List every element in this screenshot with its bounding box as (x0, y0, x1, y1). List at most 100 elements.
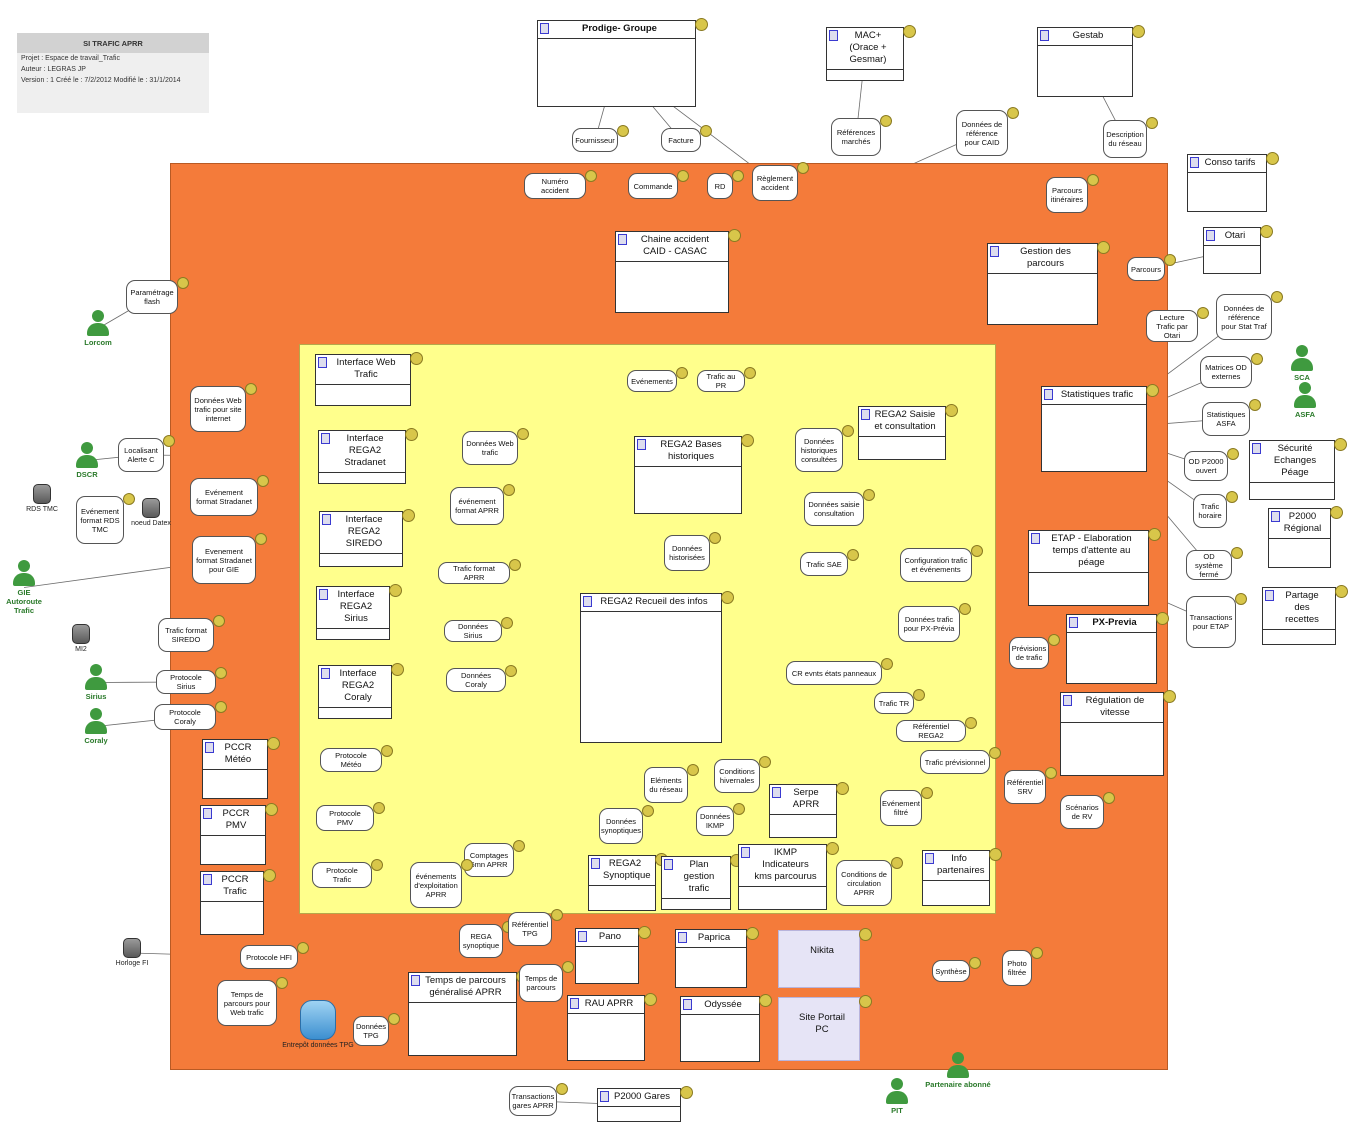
box-ikmp[interactable]: IKMP Indicateurs kms parcourus (738, 842, 839, 910)
box-rega2-bases[interactable]: REGA2 Bases historiques (634, 434, 754, 514)
box-paprica[interactable]: Paprica (675, 927, 759, 988)
box-pxprevia[interactable]: PX-Previa (1066, 612, 1169, 684)
flow-od-systeme[interactable]: OD système fermé (1186, 547, 1243, 580)
flow-evt-aprr[interactable]: événement format APRR (450, 484, 515, 525)
flow-scenarios[interactable]: Scénarios de RV (1060, 792, 1115, 829)
flow-numero-accident[interactable]: Numéro accident (524, 170, 597, 199)
flow-transactions-gares[interactable]: Transactions gares APRR (509, 1083, 568, 1116)
flow-cr-evnts[interactable]: CR evnts états panneaux (786, 658, 893, 685)
flow-elements-reseau[interactable]: Eléments du réseau (644, 764, 699, 803)
flow-synthese[interactable]: Synthèse (932, 957, 981, 982)
flow-donnees-tpg[interactable]: Données TPG (353, 1013, 400, 1046)
flow-localisant[interactable]: Localisant Alerte C (118, 435, 175, 472)
flow-transactions-etap[interactable]: Transactions pour ETAP (1186, 593, 1247, 648)
box-p2000-gares[interactable]: P2000 Gares (597, 1086, 693, 1122)
flow-donnees-coraly[interactable]: Données Coraly (446, 665, 517, 692)
flow-fournisseur[interactable]: Fournisseur (572, 125, 629, 152)
flow-donnees-ikmp[interactable]: Données IKMP (696, 803, 745, 836)
flow-parcours[interactable]: Parcours (1127, 254, 1176, 281)
flow-evt-stradanet[interactable]: Evénement format Stradanet (190, 475, 269, 516)
flow-ref-rega2[interactable]: Référentiel REGA2 (896, 717, 977, 742)
flow-photo-filtree[interactable]: Photo filtrée (1002, 947, 1043, 986)
flow-protocole-meteo[interactable]: Protocole Météo (320, 745, 393, 772)
flow-trafic-siredo[interactable]: Trafic format SIREDO (158, 615, 225, 652)
box-info-partenaires[interactable]: Info partenaires (922, 848, 1002, 906)
box-etap[interactable]: ETAP - Elaboration temps d'attente au pé… (1028, 528, 1161, 606)
flow-protocole-hfi[interactable]: Protocole HFI (240, 942, 309, 969)
flow-donnees-ref-stat[interactable]: Données de référence pour Stat Traf (1216, 291, 1283, 340)
flow-matrices-od[interactable]: Matrices OD externes (1200, 353, 1263, 388)
flow-donnees-historisees[interactable]: Données historisées (664, 532, 721, 571)
flow-ref-tpg[interactable]: Référentiel TPG (508, 909, 563, 946)
box-securite-peage[interactable]: Sécurité Echanges Péage (1249, 438, 1347, 500)
box-gestion-parcours[interactable]: Gestion des parcours (987, 241, 1110, 325)
box-rau[interactable]: RAU APRR (567, 993, 657, 1061)
flow-protocole-sirius[interactable]: Protocole Sirius (156, 667, 227, 694)
box-prodige[interactable]: Prodige- Groupe (537, 18, 708, 107)
box-site-portail[interactable]: Site Portail PC (778, 995, 872, 1061)
box-rega2-synoptique[interactable]: REGA2 Synoptique (588, 853, 668, 911)
flow-donnees-ref-caid[interactable]: Données de référence pour CAID (956, 107, 1019, 156)
box-pano[interactable]: Pano (575, 926, 651, 984)
box-chaine-accident[interactable]: Chaine accident CAID - CASAC (615, 229, 741, 313)
box-plan-gestion[interactable]: Plan gestion trafic (661, 854, 743, 910)
box-rega2-saisie[interactable]: REGA2 Saisie et consultation (858, 404, 958, 460)
box-p2000-regional[interactable]: P2000 Régional (1268, 506, 1343, 568)
box-rega2-recueil[interactable]: REGA2 Recueil des infos (580, 591, 734, 743)
flow-evenements[interactable]: Evénements (627, 367, 688, 392)
flow-evt-filtre[interactable]: Evénement filtré (880, 787, 933, 826)
flow-comptages[interactable]: Comptages 6mn APRR (464, 840, 525, 877)
flow-facture[interactable]: Facture (661, 125, 712, 152)
flow-references-marches[interactable]: Références marchés (831, 115, 892, 156)
box-interface-siredo[interactable]: Interface REGA2 SIREDO (319, 509, 415, 567)
box-temps-parcours[interactable]: Temps de parcours généralisé APRR (408, 970, 529, 1056)
flow-donnees-saisie[interactable]: Données saisie consultation (804, 489, 875, 526)
flow-temps-web[interactable]: Temps de parcours pour Web trafic (217, 977, 288, 1026)
flow-trafic-previsionnel[interactable]: Trafic prévisionnel (920, 747, 1001, 774)
box-pccr-trafic[interactable]: PCCR Trafic (200, 869, 276, 935)
box-regulation-vitesse[interactable]: Régulation de vitesse (1060, 690, 1176, 776)
flow-trafic-horaire[interactable]: Trafic horaire (1193, 491, 1238, 528)
box-interface-sirius[interactable]: Interface REGA2 Sirius (316, 584, 402, 640)
flow-rega-synoptique[interactable]: REGA synoptique (459, 921, 514, 958)
box-conso-tarifs[interactable]: Conso tarifs (1187, 152, 1279, 212)
flow-stats-asfa[interactable]: Statistiques ASFA (1202, 399, 1261, 436)
flow-protocole-trafic[interactable]: Protocole Trafic (312, 859, 383, 888)
flow-previsions[interactable]: Prévisions de trafic (1009, 634, 1060, 669)
box-otari[interactable]: Otari (1203, 225, 1273, 274)
flow-trafic-sae[interactable]: Trafic SAE (800, 549, 859, 576)
box-odyssee[interactable]: Odyssée (680, 994, 772, 1062)
flow-parametrage-flash[interactable]: Paramétrage flash (126, 277, 189, 314)
flow-od-p2000[interactable]: OD P2000 ouvert (1184, 448, 1239, 481)
box-interface-stradanet[interactable]: Interface REGA2 Stradanet (318, 428, 418, 484)
flow-rd[interactable]: RD (707, 170, 744, 199)
box-partage-recettes[interactable]: Partage des recettes (1262, 585, 1348, 645)
flow-temps-parcours[interactable]: Temps de parcours (519, 961, 574, 1002)
flow-lecture-trafic[interactable]: Lecture Trafic par Otari (1146, 307, 1209, 342)
box-interface-coraly[interactable]: Interface REGA2 Coraly (318, 663, 404, 719)
flow-trafic-aprr[interactable]: Trafic format APRR (438, 559, 521, 584)
box-gestab[interactable]: Gestab (1037, 25, 1145, 97)
flow-evt-exploitation[interactable]: événements d'exploitation APRR (410, 859, 473, 908)
flow-protocole-pmv[interactable]: Protocole PMV (316, 802, 385, 831)
box-nikita[interactable]: Nikita (778, 928, 872, 988)
flow-config-trafic[interactable]: Configuration trafic et événements (900, 545, 983, 582)
flow-donnees-sirius[interactable]: Données Sirius (444, 617, 513, 642)
box-pccr-meteo[interactable]: PCCR Météo (202, 737, 280, 799)
flow-donnees-historiques[interactable]: Données historiques consultées (795, 425, 854, 472)
box-pccr-pmv[interactable]: PCCR PMV (200, 803, 278, 865)
flow-donnees-web[interactable]: Données Web trafic (462, 428, 529, 465)
flow-protocole-coraly[interactable]: Protocole Coraly (154, 701, 227, 730)
flow-evt-gie[interactable]: Evenement format Stradanet pour GIE (192, 533, 267, 584)
flow-donnees-px[interactable]: Données trafic pour PX-Prévia (898, 603, 971, 642)
flow-trafic-pr[interactable]: Trafic au PR (697, 367, 756, 392)
box-interface-web[interactable]: Interface Web Trafic (315, 352, 423, 406)
flow-donnees-synoptiques[interactable]: Données synoptiques (599, 805, 654, 844)
box-mac[interactable]: MAC+ (Orace + Gesmar) (826, 25, 916, 81)
flow-reglement-accident[interactable]: Règlement accident (752, 162, 809, 201)
flow-conditions-circulation[interactable]: Conditions de circulation APRR (836, 857, 903, 906)
box-serpe[interactable]: Serpe APRR (769, 782, 849, 838)
flow-ref-srv[interactable]: Référentiel SRV (1004, 767, 1057, 804)
flow-description-reseau[interactable]: Description du réseau (1103, 117, 1158, 158)
flow-commande[interactable]: Commande (628, 170, 689, 199)
